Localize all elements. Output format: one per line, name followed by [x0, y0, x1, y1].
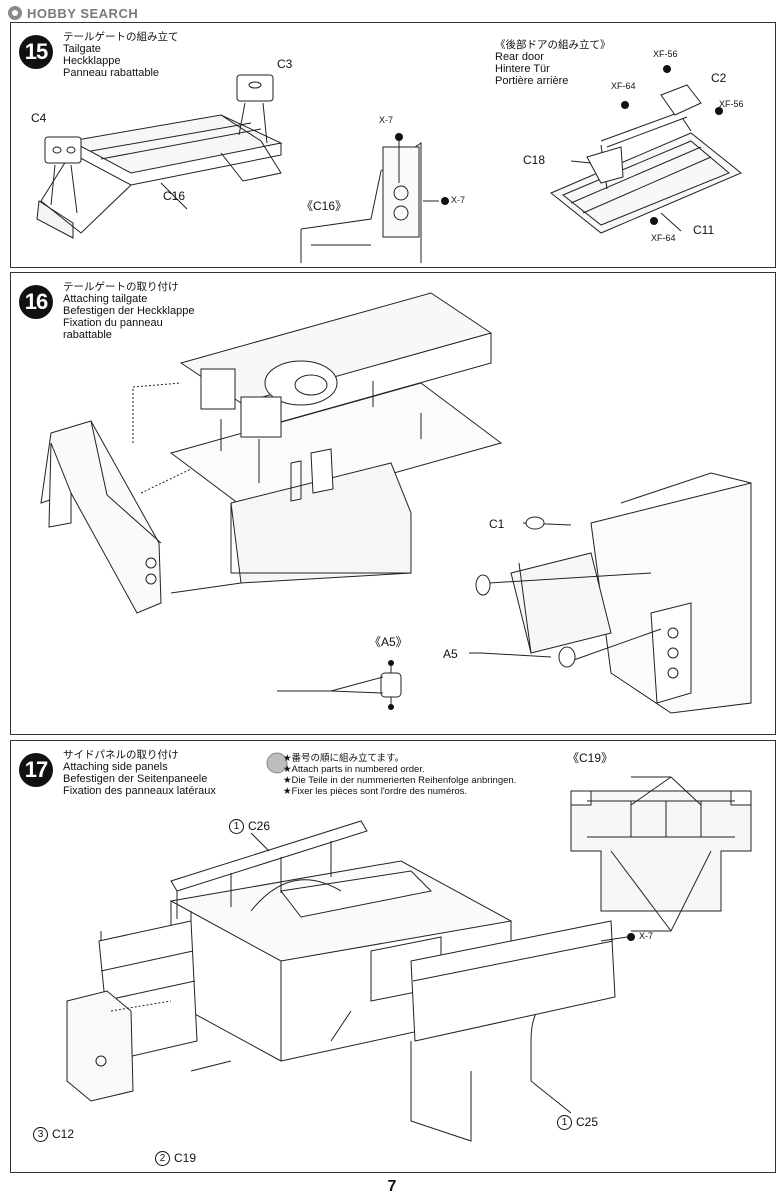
step-17-illustration: [66, 752, 752, 1142]
inset-label-a5: 《A5》: [369, 635, 408, 649]
paint-xf64-left: XF-64: [611, 81, 636, 91]
sequence-note-jp: 番号の順に組み立てます。: [291, 753, 405, 764]
step-16-title-jp: テールゲートの取り付け: [63, 281, 179, 293]
rear-door-title-jp: 《後部ドアの組み立て》: [495, 39, 611, 51]
step-15-title: テールゲートの組み立て Tailgate Heckklappe Panneau …: [63, 31, 179, 79]
part-label-c18: C18: [523, 153, 546, 167]
rear-door-title-en: Rear door: [495, 51, 544, 63]
part-label-c3: C3: [277, 57, 293, 71]
order-number: 1: [229, 819, 244, 835]
part-label-c2: C2: [711, 71, 727, 85]
step-17-panel: 17 サイドパネルの取り付け Attaching side panels Bef…: [10, 740, 776, 1173]
step-15-title-fr: Panneau rabattable: [63, 67, 160, 79]
step-15-illustration: [36, 65, 742, 263]
part-label-c4: C4: [31, 111, 47, 125]
order-number: 3: [33, 1127, 48, 1143]
step-16-title-en: Attaching tailgate: [63, 293, 148, 305]
step-17-title-de: Befestigen der Seitenpaneele: [63, 773, 208, 785]
part-label-a5: A5: [443, 647, 458, 661]
inset-label-c19: 《C19》: [567, 751, 614, 765]
step-16-illustration: [40, 292, 752, 714]
step-15-panel: 15 テールゲートの組み立て Tailgate Heckklappe Panne…: [10, 22, 776, 268]
page-number: 7: [387, 1178, 397, 1195]
sequence-note-fr: Fixer les pièces sont l'ordre des numéro…: [291, 786, 468, 797]
step-17-title: サイドパネルの取り付け Attaching side panels Befest…: [63, 749, 216, 797]
step-15-title-jp: テールゲートの組み立て: [63, 31, 179, 43]
step-17-title-en: Attaching side panels: [63, 761, 168, 773]
sequence-note-de: Die Teile in der nummerierten Reihenfolg…: [291, 775, 517, 786]
step-16-panel: 16 テールゲートの取り付け Attaching tailgate Befest…: [10, 272, 776, 735]
step-16-number: 16: [19, 285, 53, 319]
part-label-c16: C16: [163, 189, 186, 203]
rear-door-title: 《後部ドアの組み立て》 Rear door Hintere Tür Portiè…: [495, 39, 611, 87]
step-16-title-fr1: Fixation du panneau: [63, 317, 163, 329]
step-16-title-de: Befestigen der Heckklappe: [63, 305, 195, 317]
step-16-title: テールゲートの取り付け Attaching tailgate Befestige…: [63, 281, 194, 341]
step-17-title-fr: Fixation des panneaux latéraux: [63, 785, 216, 797]
step-15-title-en: Tailgate: [63, 43, 101, 55]
rear-door-title-de: Hintere Tür: [495, 63, 550, 75]
paint-xf64-bottom: XF-64: [651, 233, 676, 243]
sequence-note-en: Attach parts in numbered order.: [291, 764, 425, 775]
order-number: 2: [155, 1151, 170, 1167]
part-label-c1: C1: [489, 517, 505, 531]
watermark-text: HOBBY SEARCH: [27, 5, 139, 21]
step-15-title-de: Heckklappe: [63, 55, 121, 67]
paint-xf56-top: XF-56: [653, 49, 678, 59]
paint-xf56-right: XF-56: [719, 99, 744, 109]
step-15-number: 15: [19, 35, 53, 69]
hobby-search-logo-icon: [8, 6, 22, 20]
paint-x7-side: X-7: [451, 195, 466, 205]
sequence-star: ★: [283, 753, 292, 764]
step-17-number: 17: [19, 753, 53, 787]
hobby-search-logo: HOBBY SEARCH: [6, 4, 138, 22]
order-number: 1: [557, 1115, 572, 1131]
sequence-note: ★番号の順に組み立てます。 ★Attach parts in numbered …: [283, 753, 517, 797]
part-label-c11: C11: [693, 223, 715, 237]
paint-x7-step17: X-7: [639, 931, 654, 941]
step-16-title-fr2: rabattable: [63, 329, 112, 341]
rear-door-title-fr: Portière arrière: [495, 75, 569, 87]
paint-x7-top: X-7: [379, 115, 394, 125]
step-17-title-jp: サイドパネルの取り付け: [63, 749, 179, 761]
inset-label-c16: 《C16》: [301, 199, 348, 213]
